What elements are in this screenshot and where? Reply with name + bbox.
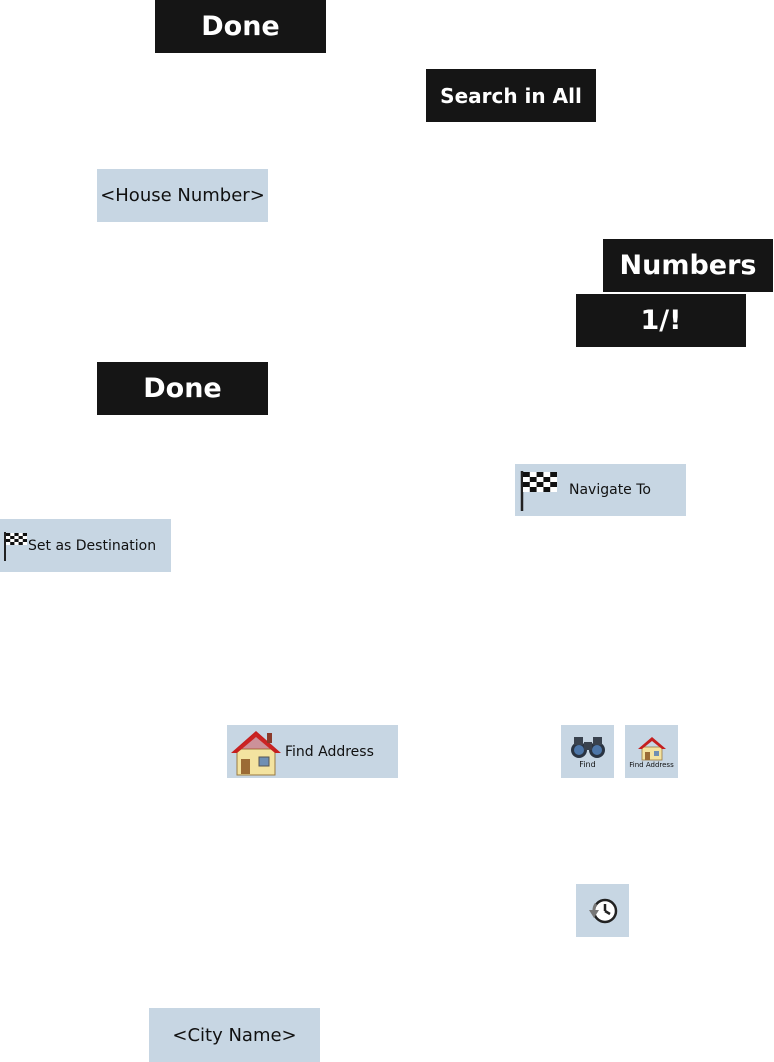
done-button-2-label: Done	[143, 373, 222, 404]
done-button-2[interactable]: Done	[97, 362, 268, 415]
set-as-destination-label: Set as Destination	[28, 538, 156, 554]
house-icon	[637, 735, 667, 761]
search-in-all-button[interactable]: Search in All	[426, 69, 596, 122]
find-label: Find	[579, 760, 595, 769]
done-button[interactable]: Done	[155, 0, 326, 53]
find-address-small-button[interactable]: Find Address	[625, 725, 678, 778]
navigate-to-label: Navigate To	[569, 482, 651, 498]
navigate-to-button[interactable]: Navigate To	[515, 464, 686, 516]
city-name-label: <City Name>	[172, 1025, 296, 1046]
find-address-button[interactable]: Find Address	[227, 725, 398, 778]
checkered-flag-icon	[3, 530, 27, 562]
numbers-label: Numbers	[620, 250, 757, 281]
find-button[interactable]: Find	[561, 725, 614, 778]
numbers-button[interactable]: Numbers	[603, 239, 773, 292]
symbols-button[interactable]: 1/!	[576, 294, 746, 347]
set-as-destination-button[interactable]: Set as Destination	[0, 519, 171, 572]
checkered-flag-icon	[519, 468, 557, 512]
binoculars-icon	[570, 734, 606, 760]
house-icon	[229, 727, 283, 777]
find-address-label: Find Address	[285, 744, 374, 760]
find-address-small-label: Find Address	[629, 761, 673, 769]
city-name-button[interactable]: <City Name>	[149, 1008, 320, 1062]
house-number-button[interactable]: <House Number>	[97, 169, 268, 222]
house-number-label: <House Number>	[100, 185, 265, 206]
history-clock-icon	[586, 894, 620, 928]
done-button-label: Done	[201, 11, 280, 42]
search-in-all-label: Search in All	[440, 84, 582, 108]
symbols-label: 1/!	[641, 305, 682, 336]
history-button[interactable]	[576, 884, 629, 937]
